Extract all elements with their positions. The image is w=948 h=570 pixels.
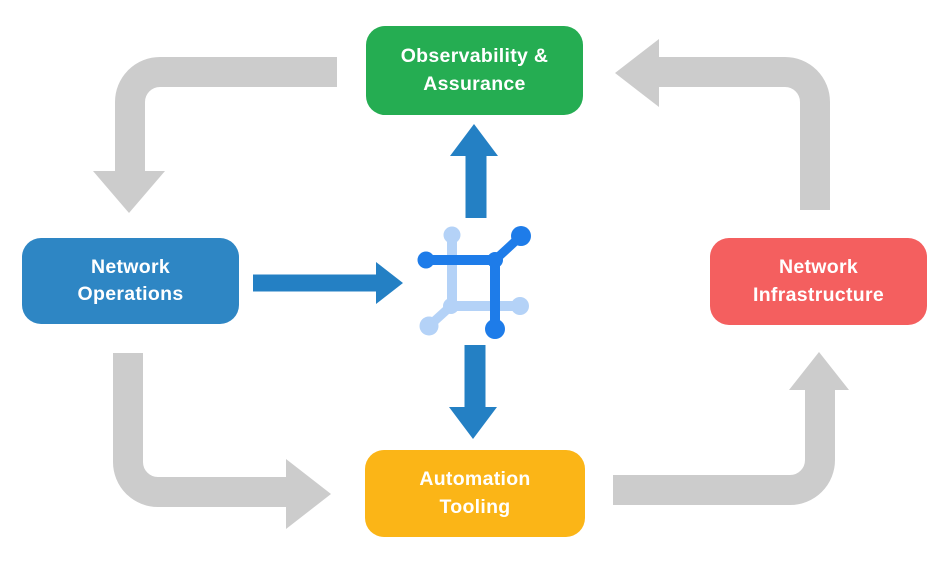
arrow-shaft	[613, 389, 835, 505]
mesh-node-dot	[443, 226, 461, 244]
network-mesh-icon	[417, 226, 531, 339]
arrow-operations-to-hub	[253, 262, 403, 304]
mesh-node-dot	[487, 252, 503, 268]
arrow-head	[449, 407, 497, 439]
arrow-head	[376, 262, 403, 304]
node-label: Automation Tooling	[419, 468, 531, 518]
arrow-hub-to-observability	[450, 124, 498, 218]
arrow-automation-to-infrastructure	[613, 352, 849, 505]
arrow-infrastructure-to-observability	[615, 39, 830, 210]
arrow-head	[286, 459, 331, 529]
arrow-hub-to-automation	[449, 345, 497, 439]
mesh-node-dot	[443, 298, 459, 314]
arrow-operations-to-automation	[113, 353, 331, 529]
mesh-node-dot	[485, 319, 505, 339]
node-automation-tooling: Automation Tooling	[365, 450, 585, 537]
mesh-node-dot	[511, 226, 531, 246]
node-label: Network Operations	[77, 255, 184, 305]
mesh-node-dot	[419, 316, 439, 336]
arrow-head	[615, 39, 659, 107]
node-network-operations: Network Operations	[22, 238, 239, 324]
node-network-infrastructure: Network Infrastructure	[710, 238, 927, 325]
arrow-shaft	[658, 57, 830, 210]
arrow-head	[789, 352, 849, 390]
arrow-shaft	[113, 353, 288, 507]
node-label: Network Infrastructure	[753, 256, 884, 306]
mesh-dark-strokes	[417, 226, 531, 339]
node-observability-assurance: Observability & Assurance	[366, 26, 583, 115]
mesh-node-dot	[417, 251, 435, 269]
arrow-head	[93, 171, 165, 213]
node-label: Observability & Assurance	[400, 45, 549, 95]
arrow-shaft	[115, 57, 337, 173]
mesh-node-dot	[511, 297, 529, 315]
arrow-head	[450, 124, 498, 156]
arrow-observability-to-operations	[93, 57, 337, 213]
